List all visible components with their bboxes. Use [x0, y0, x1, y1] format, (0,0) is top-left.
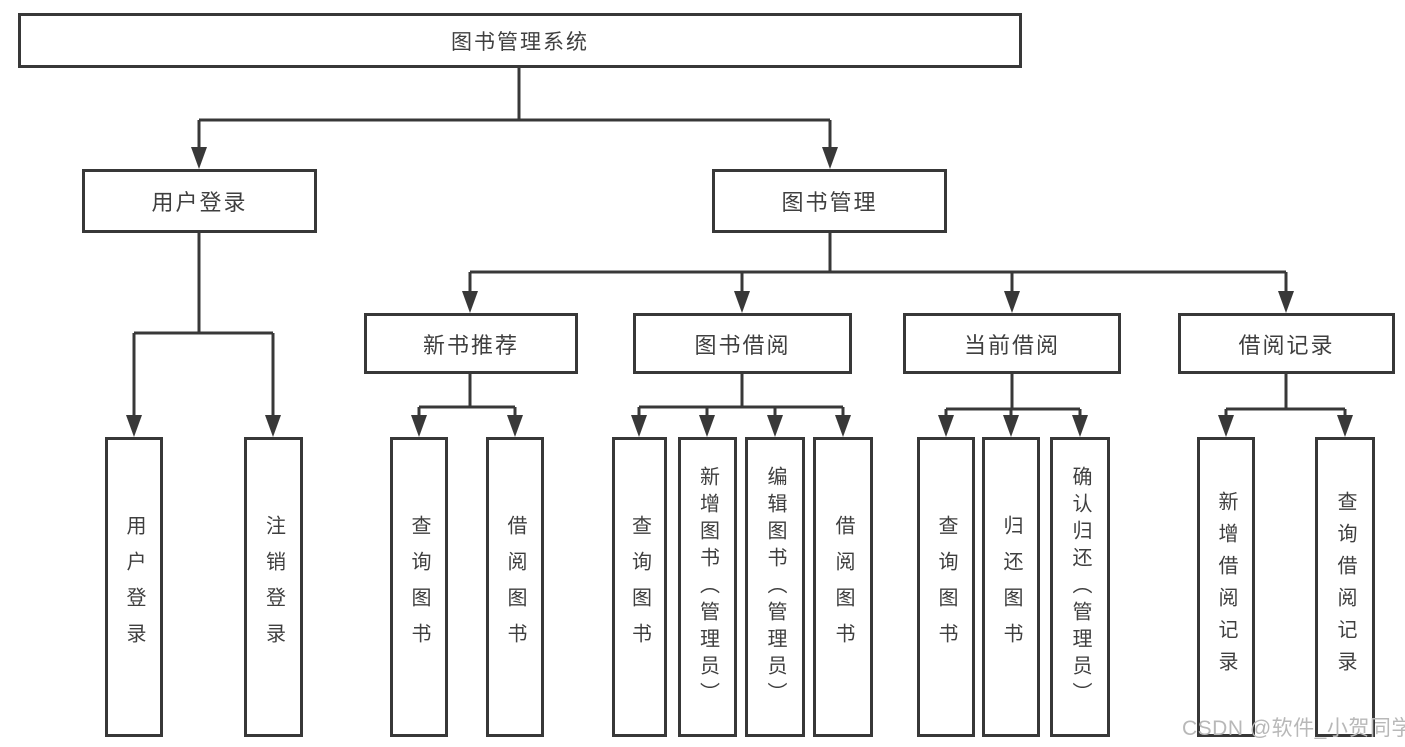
arrowhead	[126, 415, 142, 437]
node-root-system: 图书管理系统	[18, 13, 1022, 68]
leaf-query-book-recommend: 查询图书	[390, 437, 448, 737]
csdn-watermark: CSDN @软件_小贺同学	[1182, 717, 1405, 740]
node-new-book-recommend: 新书推荐	[364, 313, 578, 374]
arrowhead	[938, 415, 954, 437]
leaf-user-login: 用户登录	[105, 437, 163, 737]
arrowhead	[1004, 291, 1020, 313]
arrowhead	[1278, 291, 1294, 313]
arrowhead	[699, 415, 715, 437]
connector-current-to-leaves	[944, 374, 1082, 418]
connector-login-to-leaves	[132, 233, 275, 418]
node-borrow-records: 借阅记录	[1178, 313, 1395, 374]
connector-borrow-to-leaves	[637, 374, 845, 418]
leaf-add-borrow-record: 新增借阅记录	[1197, 437, 1255, 737]
connector-record-to-leaves	[1224, 374, 1347, 418]
node-current-borrowing: 当前借阅	[903, 313, 1121, 374]
leaf-edit-book-admin: 编辑图书（管理员）	[745, 437, 805, 737]
leaf-borrow-book: 借阅图书	[813, 437, 873, 737]
leaf-logout: 注销登录	[244, 437, 303, 737]
leaf-borrow-book-recommend: 借阅图书	[486, 437, 544, 737]
leaf-query-book-borrowing: 查询图书	[612, 437, 667, 737]
connector-root-to-level2	[197, 68, 832, 150]
arrowhead	[265, 415, 281, 437]
connector-mgmt-to-level3	[468, 233, 1288, 294]
leaf-return-book: 归还图书	[982, 437, 1040, 737]
leaf-confirm-return-admin: 确认归还（管理员）	[1050, 437, 1110, 737]
connector-newbook-to-leaves	[417, 374, 517, 418]
arrowhead	[191, 147, 207, 169]
arrowhead	[835, 415, 851, 437]
node-user-login: 用户登录	[82, 169, 317, 233]
connector-elbows	[132, 68, 1347, 418]
leaf-add-book-admin: 新增图书（管理员）	[678, 437, 737, 737]
arrowhead	[767, 415, 783, 437]
leaf-query-book-current: 查询图书	[917, 437, 975, 737]
arrowhead	[1072, 415, 1088, 437]
arrowhead	[631, 415, 647, 437]
arrowhead	[462, 291, 478, 313]
arrowhead	[822, 147, 838, 169]
arrowhead	[411, 415, 427, 437]
node-book-management: 图书管理	[712, 169, 947, 233]
arrowhead	[507, 415, 523, 437]
node-book-borrowing: 图书借阅	[633, 313, 852, 374]
arrowhead	[1003, 415, 1019, 437]
arrowheads	[126, 147, 1353, 437]
arrowhead	[1218, 415, 1234, 437]
arrowhead	[1337, 415, 1353, 437]
arrowhead	[734, 291, 750, 313]
leaf-query-borrow-record: 查询借阅记录	[1315, 437, 1375, 737]
